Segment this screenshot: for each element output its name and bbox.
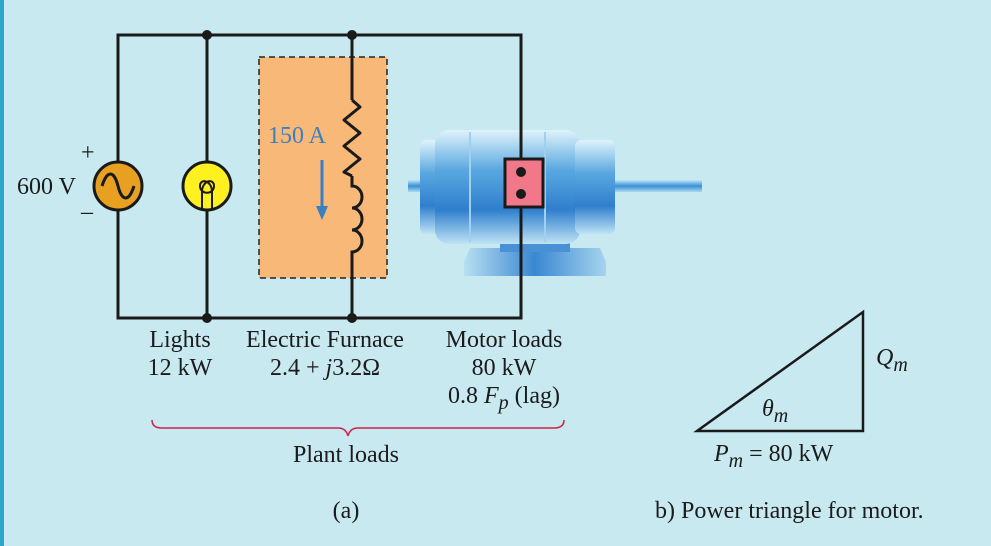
- motor-icon: [408, 130, 702, 276]
- resistor-icon: [342, 98, 362, 178]
- power-triangle: [693, 309, 865, 433]
- furnace-name: Electric Furnace: [246, 327, 404, 353]
- motor-power-factor: 0.8 Fp (lag): [448, 383, 560, 414]
- lights-label: Lights 12 kW: [130, 328, 230, 380]
- caption-a: (a): [332, 498, 360, 524]
- plant-loads-brace: [151, 419, 565, 437]
- lamp-icon: [181, 160, 233, 212]
- triangle-q-label: Qm: [876, 345, 908, 376]
- furnace-impedance: 2.4 + j3.2Ω: [269, 355, 381, 381]
- motor-label: Motor loads 80 kW 0.8 Fp (lag): [428, 328, 580, 413]
- motor-power: 80 kW: [471, 355, 537, 381]
- triangle-p-label: Pm = 80 kW: [714, 441, 834, 472]
- lights-name: Lights: [149, 327, 211, 353]
- lights-power: 12 kW: [147, 355, 213, 381]
- left-edge-bar: [0, 0, 4, 546]
- furnace-label: Electric Furnace 2.4 + j3.2Ω: [230, 328, 420, 380]
- motor-name: Motor loads: [445, 327, 563, 353]
- source-plus-sign: +: [81, 140, 95, 166]
- inductor-icon: [350, 176, 364, 258]
- motor-terminal-icon: [503, 157, 545, 209]
- caption-b: b) Power triangle for motor.: [655, 498, 924, 524]
- junction-dots: [202, 30, 357, 323]
- ac-source-icon: [92, 160, 144, 212]
- source-voltage-label: 600 V: [17, 174, 76, 200]
- plant-loads-label: Plant loads: [293, 442, 399, 468]
- source-minus-sign: –: [81, 199, 93, 225]
- current-arrow-icon: [316, 160, 328, 220]
- triangle-theta-label: θm: [762, 396, 789, 427]
- furnace-current-label: 150 A: [268, 123, 327, 149]
